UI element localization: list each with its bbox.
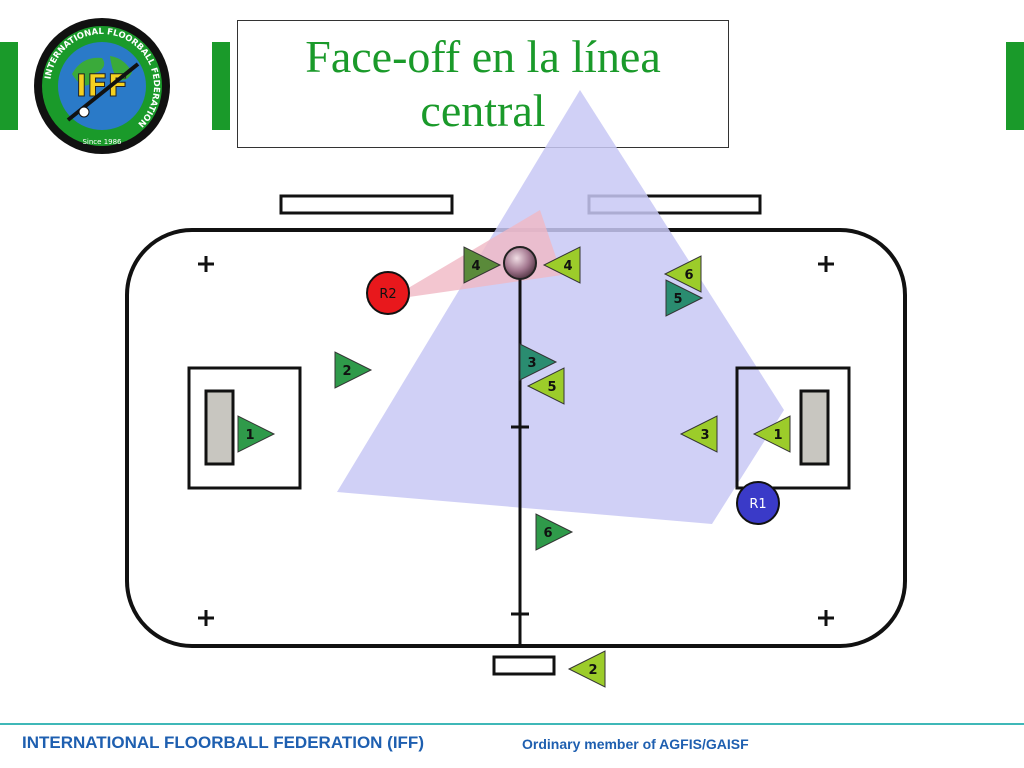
player-left-2-label: 2 xyxy=(342,364,351,379)
player-left-4: 4 xyxy=(463,246,502,284)
green-bar-left xyxy=(0,42,18,130)
player-right-4-label: 4 xyxy=(563,259,572,274)
green-bar-middle xyxy=(212,42,230,130)
player-right-2: 2 xyxy=(567,650,606,688)
goal-right xyxy=(799,389,830,466)
title-box: Face-off en la línea central xyxy=(237,20,729,148)
player-right-4: 4 xyxy=(542,246,581,284)
player-right-6-label: 6 xyxy=(684,268,693,283)
player-right-1: 1 xyxy=(752,415,791,453)
referee-r1: R1 xyxy=(736,481,780,525)
faceoff-points xyxy=(198,256,834,626)
player-left-6: 6 xyxy=(535,513,574,551)
player-right-3-label: 3 xyxy=(700,428,709,443)
player-left-3-label: 3 xyxy=(527,356,536,371)
goal-area-left xyxy=(187,366,302,490)
player-left-1: 1 xyxy=(237,415,276,453)
referee-r1-label: R1 xyxy=(749,497,766,512)
player-left-5-top: 5 xyxy=(665,279,704,317)
player-left-2: 2 xyxy=(334,351,373,389)
player-right-6: 6 xyxy=(663,255,702,293)
footer-federation-name: INTERNATIONAL FLOORBALL FEDERATION (IFF) xyxy=(22,733,424,752)
referee-r2-label: R2 xyxy=(379,287,396,302)
player-left-6-label: 6 xyxy=(543,526,552,541)
penalty-bench xyxy=(492,655,556,676)
player-left-1-label: 1 xyxy=(245,428,254,443)
player-left-5-top-label: 5 xyxy=(673,292,682,307)
logo-center-text: IFF xyxy=(76,69,128,104)
logo-continent xyxy=(72,57,105,86)
page-title: Face-off en la línea central xyxy=(305,31,661,136)
player-left-3: 3 xyxy=(519,343,558,381)
logo-since-text: Since 1986 xyxy=(82,138,122,146)
goal-area-right xyxy=(735,366,851,490)
footer-divider xyxy=(0,723,1024,725)
player-right-3: 3 xyxy=(679,415,718,453)
iff-logo: INTERNATIONAL FLOORBALL FEDERATION IFF S… xyxy=(34,18,170,154)
green-bar-right xyxy=(1006,42,1024,130)
ball xyxy=(503,246,537,280)
footer-membership: Ordinary member of AGFIS/GAISF xyxy=(522,736,749,752)
player-right-5-label: 5 xyxy=(547,380,556,395)
goal-left xyxy=(204,389,235,466)
player-left-4-label: 4 xyxy=(471,259,480,274)
referee-r1-view-zone xyxy=(337,90,784,524)
bench-left xyxy=(279,194,454,215)
player-right-5: 5 xyxy=(526,367,565,405)
logo-ball xyxy=(78,106,90,118)
player-right-2-label: 2 xyxy=(588,663,597,678)
player-right-1-label: 1 xyxy=(773,428,782,443)
referee-r2: R2 xyxy=(366,271,410,315)
